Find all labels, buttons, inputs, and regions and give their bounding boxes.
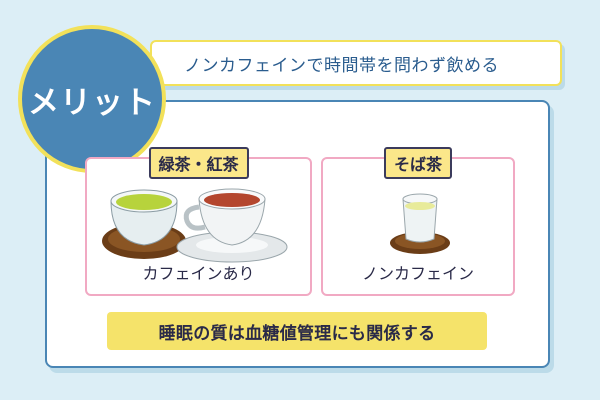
card-label-green-black-tea: 緑茶・紅茶 bbox=[148, 147, 249, 179]
headline-box: ノンカフェインで時間帯を問わず飲める bbox=[150, 40, 562, 86]
green-tea-cup-icon bbox=[102, 189, 186, 259]
card-label-buckwheat-tea: そば茶 bbox=[383, 147, 453, 179]
merit-badge-text: メリット bbox=[28, 84, 156, 121]
bottom-note-text: 睡眠の質は血糖値管理にも関係する bbox=[158, 323, 436, 344]
tea-illustration bbox=[102, 188, 288, 263]
black-tea-cup-icon bbox=[176, 188, 288, 263]
headline-text: ノンカフェインで時間帯を問わず飲める bbox=[184, 55, 499, 76]
card-decaf: そば茶 ノンカフェイン bbox=[321, 147, 515, 296]
merit-badge: メリット bbox=[18, 25, 166, 173]
caption-caffeinated: カフェインあり bbox=[142, 264, 255, 283]
card-caffeinated: 緑茶・紅茶 カフェインあり bbox=[85, 147, 312, 296]
buckwheat-tea-glass-icon bbox=[390, 193, 450, 254]
bottom-note: 睡眠の質は血糖値管理にも関係する bbox=[107, 312, 487, 350]
caption-decaf: ノンカフェイン bbox=[361, 264, 474, 283]
buckwheat-tea-illustration bbox=[390, 193, 450, 254]
